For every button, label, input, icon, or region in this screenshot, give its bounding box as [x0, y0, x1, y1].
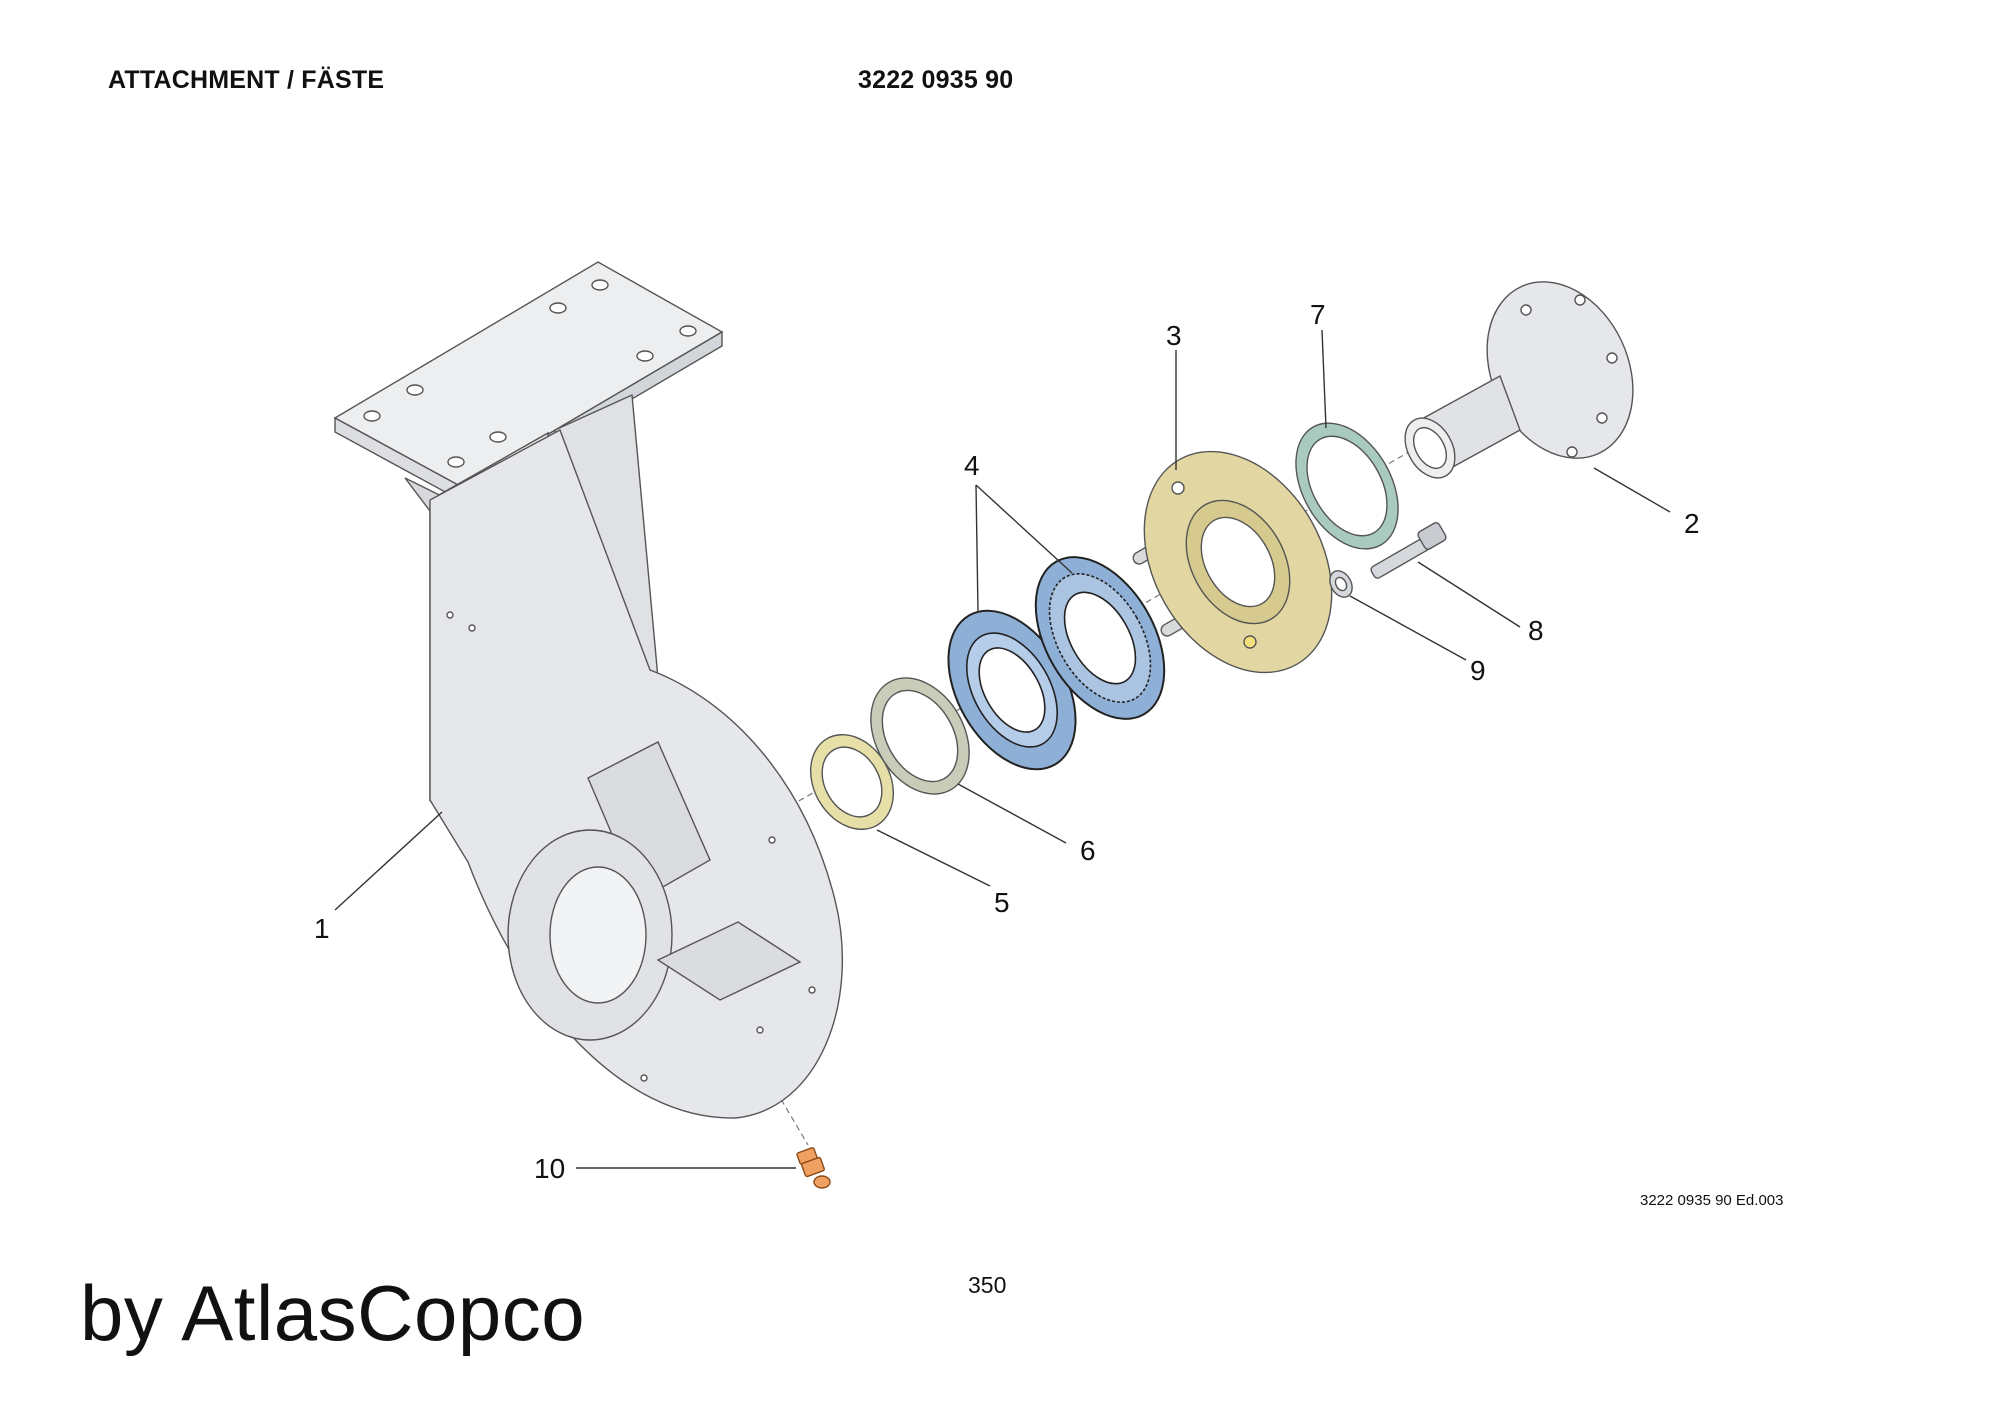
bearing-front	[1034, 556, 1166, 720]
leader-line-9	[1349, 595, 1467, 661]
page-number: 350	[968, 1272, 1007, 1298]
leader-line-4a	[975, 484, 1073, 574]
leader-line-8	[1417, 561, 1521, 628]
callout-10: 10	[534, 1153, 565, 1184]
leader-line-7	[1321, 329, 1327, 429]
body-hole	[808, 986, 816, 994]
flange-hole	[1243, 635, 1257, 649]
part-number: 3222 0935 90	[858, 66, 1014, 94]
body-hole	[640, 1074, 648, 1082]
flange-hub	[1132, 450, 1333, 674]
callout-2: 2	[1684, 508, 1700, 539]
plate-hole	[447, 456, 465, 468]
bracket-lower-rib	[656, 921, 802, 1001]
plate-hole	[489, 431, 507, 443]
spindle-flange-hole	[1566, 446, 1578, 458]
flange-hole	[1171, 481, 1185, 495]
callout-5: 5	[994, 887, 1010, 918]
body-hole	[768, 836, 776, 844]
body-hole	[756, 1026, 764, 1034]
plate-hole	[363, 410, 381, 422]
callout-3: 3	[1166, 320, 1182, 351]
leader-line-1	[334, 811, 443, 911]
spacer-ring	[870, 677, 970, 795]
body-hole	[468, 624, 476, 632]
callout-6: 6	[1080, 835, 1096, 866]
brand-watermark: by AtlasCopco	[80, 1269, 586, 1357]
housing-bracket	[333, 261, 843, 1119]
callout-7: 7	[1310, 299, 1326, 330]
drawing-title: ATTACHMENT / FÄSTE	[108, 66, 385, 94]
seal-ring	[1295, 422, 1399, 550]
leader-line-2	[1593, 467, 1671, 513]
spindle-flange-hole	[1520, 304, 1532, 316]
plate-hole	[636, 350, 654, 362]
washer	[1329, 570, 1353, 598]
plate-hole	[679, 325, 697, 337]
callout-4: 4	[964, 450, 980, 481]
leader-line-6	[957, 783, 1067, 844]
body-hole	[446, 611, 454, 619]
callout-8: 8	[1528, 615, 1544, 646]
leader-line-5	[876, 829, 991, 887]
edition-label: 3222 0935 90 Ed.003	[1640, 1192, 1784, 1209]
plate-hole	[549, 302, 567, 314]
spindle-flange-hole	[1596, 412, 1608, 424]
bearing-rear	[947, 609, 1077, 771]
cap-screw	[1370, 522, 1447, 579]
plate-hole	[591, 279, 609, 291]
spindle-flange-hole	[1574, 294, 1586, 306]
spindle-flange-hole	[1606, 352, 1618, 364]
leader-line-4b	[975, 484, 979, 613]
bore-hole	[549, 866, 647, 1004]
grease-fitting	[796, 1147, 831, 1189]
callout-1: 1	[314, 913, 330, 944]
callout-9: 9	[1470, 655, 1486, 686]
plate-hole	[406, 384, 424, 396]
spindle-shaft	[1404, 281, 1634, 479]
